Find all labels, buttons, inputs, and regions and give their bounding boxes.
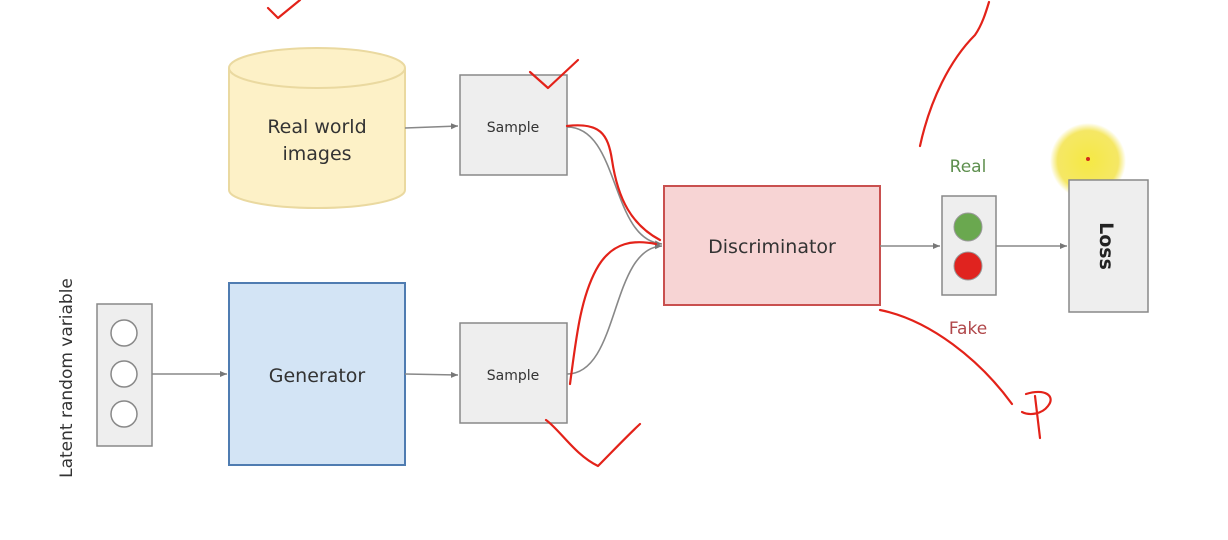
connectors (152, 123, 1067, 378)
real-world-images-label-line1: Real world (267, 116, 366, 138)
discriminator-node: Discriminator (663, 185, 881, 306)
annotation-letter-p (1020, 390, 1052, 440)
edge-images-to-sample (404, 123, 459, 130)
latent-variable-node: Latent random variable (57, 278, 153, 478)
sample-bottom-label: Sample (487, 368, 540, 384)
handwritten-annotations (266, 0, 1052, 468)
generator-node: Generator (228, 282, 406, 466)
real-world-images-node: Real world images (228, 47, 406, 209)
real-light (953, 212, 983, 242)
annotation-check-sample-bottom (544, 418, 642, 468)
real-label: Real (950, 157, 987, 177)
latent-variable-label: Latent random variable (57, 278, 77, 478)
generator-label: Generator (269, 365, 366, 387)
fake-label: Fake (949, 319, 987, 339)
annotation-curve-top-right (918, 0, 991, 148)
sample-top-node: Sample (459, 74, 568, 176)
latent-unit-2 (110, 360, 138, 388)
edge-generator-to-sample (404, 371, 459, 378)
annotation-path-bottom (568, 241, 658, 386)
latent-unit-1 (110, 319, 138, 347)
annotation-path-top (565, 124, 662, 242)
loss-label: Loss (1095, 222, 1117, 270)
sample-bottom-node: Sample (459, 322, 568, 424)
annotation-curve-fake (878, 308, 1014, 406)
latent-unit-3 (110, 400, 138, 428)
fake-light (953, 251, 983, 281)
cursor-dot (1086, 157, 1090, 161)
edge-sample-bottom-to-discriminator (566, 243, 663, 375)
real-world-images-label-line2: images (282, 143, 351, 165)
discriminator-label: Discriminator (708, 236, 836, 258)
edge-sample-top-to-discriminator (566, 126, 663, 247)
annotation-check-sample-top (528, 58, 580, 90)
loss-node: Loss (1068, 179, 1149, 313)
real-fake-indicator: Real Fake (941, 157, 997, 339)
sample-top-label: Sample (487, 120, 540, 136)
annotation-check-top-left (266, 0, 302, 20)
